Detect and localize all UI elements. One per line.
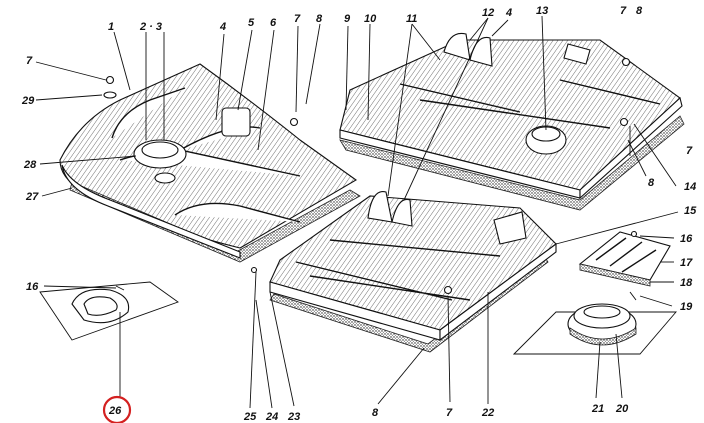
callout-16-left: 16 [26, 281, 39, 293]
floor-cover-hatch [221, 107, 251, 137]
callout-8d: 8 [372, 407, 379, 419]
inset-plug-20-21 [512, 303, 677, 355]
callout-7d: 7 [686, 145, 693, 157]
callout-9: 9 [344, 13, 351, 25]
callout-21: 21 [591, 403, 604, 415]
inset-lower-left [39, 281, 179, 398]
callout-23: 23 [287, 411, 300, 423]
callout-7: 7 [294, 13, 301, 25]
leader-lines [35, 15, 679, 409]
callout-5: 5 [248, 17, 255, 29]
callout-26: 26 [108, 405, 122, 417]
callout-12: 12 [482, 7, 494, 19]
callout-7e: 7 [446, 407, 453, 419]
inset-cover-17 [578, 231, 671, 287]
callout-7c: 7 [26, 55, 33, 67]
callout-8: 8 [316, 13, 323, 25]
callout-4b: 4 [505, 7, 512, 19]
middle-floor-panel [269, 190, 557, 353]
callout-29: 29 [21, 95, 35, 107]
callout-28: 28 [23, 159, 37, 171]
fasteners [103, 57, 638, 301]
callout-20: 20 [615, 403, 629, 415]
callout-16-right: 16 [680, 233, 693, 245]
callout-10: 10 [364, 13, 377, 25]
callout-14: 14 [684, 181, 696, 193]
callout-13: 13 [536, 5, 548, 17]
callout-27: 27 [25, 191, 39, 203]
callout-24: 24 [265, 411, 278, 423]
callout-4: 4 [219, 21, 226, 33]
callout-17: 17 [680, 257, 693, 269]
gearshift-boot-12 [443, 32, 471, 61]
callout-7b: 7 [620, 5, 627, 17]
callout-11: 11 [406, 13, 417, 25]
callout-1: 1 [108, 21, 114, 33]
highlight-circle [102, 395, 132, 423]
boot-11 [367, 190, 393, 223]
callout-8b: 8 [636, 5, 643, 17]
callout-labels: 1 2 · 3 4 5 6 7 8 9 10 11 12 4 13 7 8 7 … [21, 5, 697, 423]
callout-19: 19 [680, 301, 693, 313]
callout-22: 22 [481, 407, 494, 419]
callout-6: 6 [270, 17, 277, 29]
callout-8c: 8 [648, 177, 655, 189]
rear-floor-panel [339, 32, 685, 211]
callout-2-3: 2 · 3 [139, 21, 162, 33]
front-floor-panel [59, 63, 361, 263]
callout-18: 18 [680, 277, 693, 289]
callout-15: 15 [684, 205, 697, 217]
callout-25: 25 [243, 411, 257, 423]
